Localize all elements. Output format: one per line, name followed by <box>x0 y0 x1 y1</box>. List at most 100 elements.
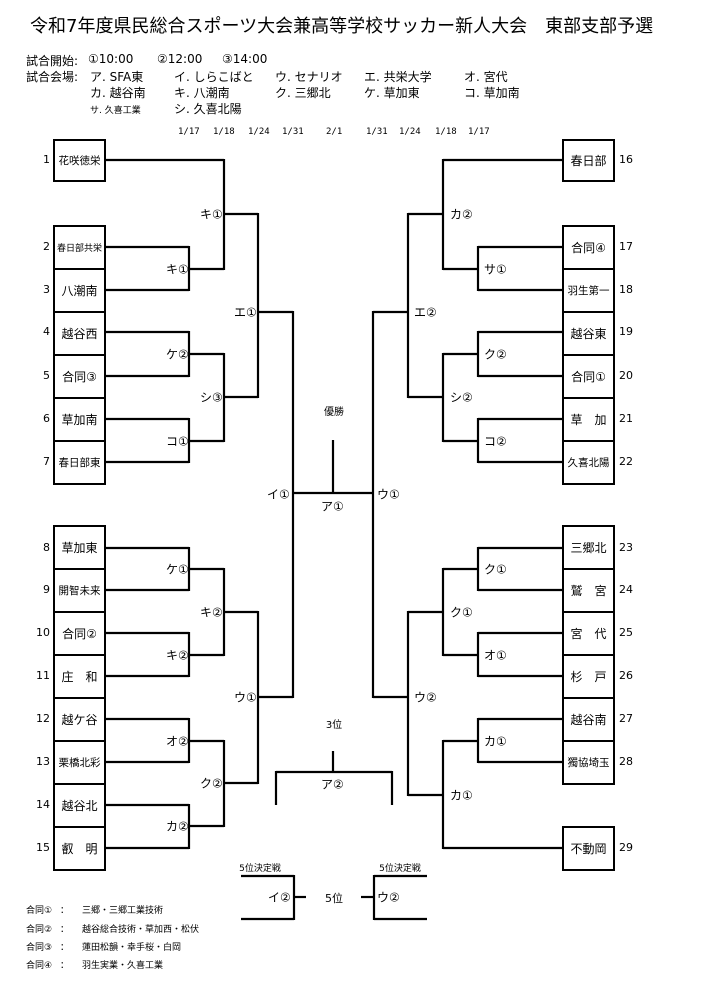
team-box-7: 春日部東 <box>53 440 106 485</box>
third-place-label: 3位 <box>325 720 343 731</box>
team-box-26: 杉 戸 <box>562 654 615 699</box>
start-time-label: 試合開始: <box>26 54 79 68</box>
page-title: 令和7年度県民総合スポーツ大会兼高等学校サッカー新人大会 東部支部予選 <box>30 16 654 37</box>
team-seed: 23 <box>619 541 633 554</box>
venue-label: 試合会場: <box>26 70 79 84</box>
team-seed: 8 <box>43 541 50 554</box>
team-seed: 16 <box>619 153 633 166</box>
joint-members: 羽生実業・久喜工業 <box>82 961 164 971</box>
venue-ka: カ. 越谷南 <box>90 86 146 100</box>
joint-sep: ： <box>60 961 70 971</box>
team-name: 獨協埼玉 <box>567 757 610 769</box>
team-box-28: 獨協埼玉 <box>562 740 615 785</box>
match-label: カ① <box>450 788 473 803</box>
team-box-15: 叡 明 <box>53 826 106 871</box>
team-name: 不動岡 <box>570 842 607 856</box>
match-label: キ② <box>166 648 189 663</box>
team-name: 三郷北 <box>570 541 607 555</box>
fifth-playoff-right-label: 5位決定戦 <box>379 864 421 874</box>
team-seed: 3 <box>43 283 50 296</box>
team-box-11: 庄 和 <box>53 654 106 699</box>
team-box-17: 合同④ <box>562 225 615 270</box>
team-seed: 27 <box>619 712 633 725</box>
team-name: 久喜北陽 <box>567 457 610 469</box>
fifth-left-match-label: イ② <box>268 890 291 905</box>
team-seed: 6 <box>43 412 50 425</box>
team-name: 越谷南 <box>570 713 607 727</box>
team-seed: 21 <box>619 412 633 425</box>
joint-key: 合同④ <box>26 961 53 971</box>
match-label: カ② <box>166 819 189 834</box>
team-box-3: 八潮南 <box>53 268 106 313</box>
joint-team-note: 合同④ ： 羽生実業・久喜工業 <box>26 958 163 971</box>
round-date: 1/17 <box>468 127 490 137</box>
venue-i: イ. しらこばと <box>174 70 254 84</box>
venue-shi: シ. 久喜北陽 <box>174 102 242 116</box>
joint-team-note: 合同③：蓮田松韻・幸手桜・白岡 <box>26 940 181 953</box>
team-seed: 14 <box>36 798 50 811</box>
team-box-13: 栗橋北彩 <box>53 740 106 785</box>
final-match-label: ア① <box>321 499 344 514</box>
team-name: 栗橋北彩 <box>58 757 101 769</box>
match-label: エ② <box>414 305 437 320</box>
joint-members: 越谷総合技術・草加西・松伏 <box>82 925 200 935</box>
team-box-18: 羽生第一 <box>562 268 615 313</box>
fifth-playoff-left-label: 5位決定戦 <box>239 864 281 874</box>
match-label: コ① <box>166 434 189 449</box>
match-label: カ① <box>484 734 507 749</box>
match-label: ク② <box>484 347 507 362</box>
venue-u: ウ. セナリオ <box>275 70 343 84</box>
venue-ke: ケ. 草加東 <box>364 86 420 100</box>
fifth-place-label: 5位 <box>325 892 343 905</box>
match-label: オ② <box>166 734 189 749</box>
team-seed: 24 <box>619 583 633 596</box>
team-box-22: 久喜北陽 <box>562 440 615 485</box>
joint-team-note: 合同①：三郷・三郷工業技術 <box>26 903 163 916</box>
team-box-6: 草加南 <box>53 397 106 442</box>
team-seed: 17 <box>619 240 633 253</box>
joint-sep: ： <box>60 906 70 916</box>
match-label: シ③ <box>200 390 223 405</box>
team-name: 叡 明 <box>61 842 98 856</box>
match-label: キ① <box>200 207 223 222</box>
match-label: コ② <box>484 434 507 449</box>
match-label: オ① <box>484 648 507 663</box>
team-box-19: 越谷東 <box>562 311 615 356</box>
venue-sa: サ. 久喜工業 <box>90 106 141 116</box>
team-box-10: 合同② <box>53 611 106 656</box>
team-seed: 22 <box>619 455 633 468</box>
team-seed: 9 <box>43 583 50 596</box>
round-date: 1/24 <box>248 127 270 137</box>
joint-key: 合同② <box>26 925 53 935</box>
venue-ki: キ. 八潮南 <box>174 86 230 100</box>
team-name: 花咲徳栄 <box>58 155 101 167</box>
venue-o: オ. 宮代 <box>464 70 508 84</box>
venue-a: ア. SFA東 <box>90 70 144 84</box>
team-seed: 5 <box>43 369 50 382</box>
champion-label: 優勝 <box>324 407 344 418</box>
team-seed: 13 <box>36 755 50 768</box>
team-name: 合同③ <box>62 370 97 384</box>
start-time-1: ①10:00 <box>88 52 134 66</box>
team-box-12: 越ケ谷 <box>53 697 106 742</box>
team-name: 草加南 <box>61 413 98 427</box>
team-name: 春日部共栄 <box>56 244 102 254</box>
match-label: ク① <box>484 562 507 577</box>
team-name: 庄 和 <box>61 670 98 684</box>
joint-members: 三郷・三郷工業技術 <box>82 906 164 916</box>
joint-sep: ： <box>60 925 70 935</box>
match-label: ウ① <box>234 690 257 705</box>
round-date: 1/24 <box>399 127 421 137</box>
team-name: 開智未来 <box>58 585 101 597</box>
team-name: 春日部東 <box>58 457 101 469</box>
team-seed: 25 <box>619 626 633 639</box>
third-place-match-label: ア② <box>321 777 344 792</box>
team-box-1: 花咲徳栄 <box>53 139 106 182</box>
team-box-20: 合同① <box>562 354 615 399</box>
match-label: シ② <box>450 390 473 405</box>
team-seed: 11 <box>36 669 50 682</box>
team-name: 合同④ <box>571 241 606 255</box>
round-date: 1/18 <box>213 127 235 137</box>
match-label: イ① <box>267 487 290 502</box>
